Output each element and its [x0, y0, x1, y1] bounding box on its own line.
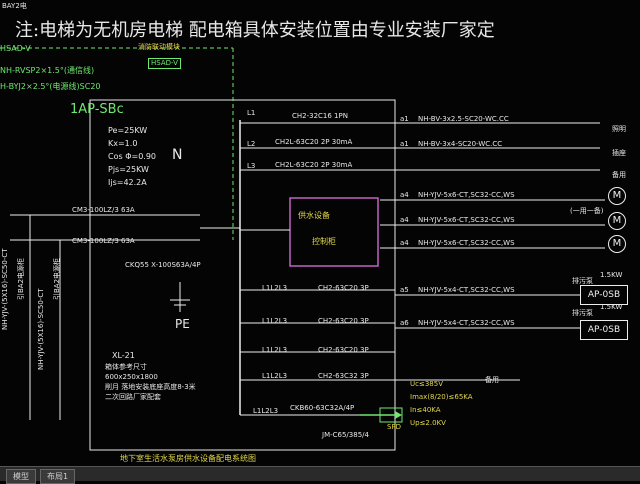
circuit-10-phase: L1L2L3 — [262, 372, 288, 380]
vertical-cable-2: 引BA2电源柜 — [17, 257, 25, 300]
transfer-switch-label: CKQ55 X-100S63A/4P — [125, 261, 201, 269]
circuit-3-load: 备用 — [612, 171, 626, 179]
window-tab-label: BAY2电 — [2, 2, 27, 10]
circuit-7-id: a5 — [400, 286, 409, 294]
layout-tab-bar: 模型 布局1 — [0, 466, 640, 484]
circuit-6-cable: NH-YJV-5x6-CT,SC32-CC,WS — [418, 239, 515, 247]
circuit-10-load: 备用 — [485, 376, 499, 384]
motor-icon: M — [608, 212, 626, 230]
ap-osb-bottom-box: AP-0SB — [580, 320, 628, 340]
box-info-2: 箱体参考尺寸 — [105, 363, 147, 371]
socket-tag: 插座 — [612, 149, 626, 157]
box-info-3: 600x250x1800 — [105, 373, 158, 381]
circuit-7-phase: L1L2L3 — [262, 284, 288, 292]
ap-osb-top-box: AP-0SB — [580, 285, 628, 305]
circuit-7-breaker: CH2-63C20 3P — [318, 284, 369, 292]
panel-boundary — [89, 99, 396, 451]
panel-param-pjs: Pjs=25KW — [108, 165, 149, 174]
lighting-tag: 照明 — [612, 125, 626, 133]
ap-bottom-kw: 1.5KW — [600, 303, 623, 311]
left-note-3: H-BYJ2×2.5°(电源线)SC20 — [0, 82, 101, 91]
spd-param-in: In≤40KA — [410, 406, 441, 414]
vertical-cable-4: 引BA2电源柜 — [53, 257, 61, 300]
circuit-4-cable: NH-YJV-5x6-CT,SC32-CC,WS — [418, 191, 515, 199]
circuit-9-phase: L1L2L3 — [262, 346, 288, 354]
ap-top-tag: 排污泵 — [572, 277, 593, 285]
circuit-3-phase: L3 — [247, 162, 256, 170]
tab-layout1[interactable]: 布局1 — [40, 469, 76, 484]
panel-param-kx: Kx=1.0 — [108, 139, 138, 148]
circuit-11-phase: L1L2L3 — [253, 407, 279, 415]
circuit-1-id: a1 — [400, 115, 409, 123]
circuit-8-id: a6 — [400, 319, 409, 327]
motor-icon: M — [608, 187, 626, 205]
box-info-5: 二次回路厂家配套 — [105, 393, 161, 401]
control-cabinet-line1: 供水设备 — [298, 211, 330, 220]
box-info-4: 削月 落地安装底座高度8-3米 — [105, 383, 196, 391]
ap-bottom-tag: 排污泵 — [572, 309, 593, 317]
circuit-3-breaker: CH2L-63C20 2P 30mA — [275, 161, 353, 169]
spd-param-imax: Imax(8/20)≤65KA — [410, 393, 473, 401]
panel-param-ijs: Ijs=42.2A — [108, 178, 147, 187]
left-note-2: NH-RVSP2×1.5°(通信线) — [0, 66, 95, 75]
circuit-1-breaker: CH2-32C16 1PN — [292, 112, 348, 120]
incoming-breaker-2: CM3-100LZ/3 63A — [72, 237, 135, 245]
circuit-2-phase: L2 — [247, 140, 256, 148]
circuit-5-cable: NH-YJV-5x6-CT,SC32-CC,WS — [418, 216, 515, 224]
circuit-2-cable: NH-BV-3x4-SC20-WC.CC — [418, 140, 503, 148]
spd-label: SPD — [387, 423, 402, 431]
circuit-4-id: a4 — [400, 191, 409, 199]
incoming-breaker-1: CM3-100LZ/3 63A — [72, 206, 135, 214]
panel-param-pe: Pe=25KW — [108, 126, 148, 135]
bottom-breaker: CKB60-63C32A/4P — [290, 404, 355, 412]
spd-param-up: Up≤2.0KV — [410, 419, 446, 427]
circuit-2-breaker: CH2L-63C20 2P 30mA — [275, 138, 353, 146]
circuit-10-breaker: CH2-63C32 3P — [318, 372, 369, 380]
drawing-title: 注:电梯为无机房电梯 配电箱具体安装位置由专业安装厂家定 — [15, 20, 495, 41]
pe-label: PE — [175, 317, 190, 331]
circuit-5-id: a4 — [400, 216, 409, 224]
control-cabinet-line2: 控制柜 — [312, 237, 336, 246]
circuit-8-phase: L1L2L3 — [262, 317, 288, 325]
circuit-8-cable: NH-YJV-5x4-CT,SC32-CC,WS — [418, 319, 515, 327]
circuit-2-id: a1 — [400, 140, 409, 148]
panel-param-cos: Cos Φ=0.90 — [108, 152, 157, 161]
module-label: HSAD-V — [148, 58, 181, 69]
tab-model[interactable]: 模型 — [6, 469, 36, 484]
circuit-1-phase: L1 — [247, 109, 256, 117]
footer-title: 地下室生活水泵房供水设备配电系统图 — [120, 454, 256, 463]
motor-icon: M — [608, 235, 626, 253]
vertical-cable-3: NH-YJV-(5X16)-SC50-CT — [37, 288, 45, 370]
spd-param-uc: Uc≤385V — [410, 380, 443, 388]
vertical-cable-1: NH-YJV-(5X16)-SC50-CT — [1, 248, 9, 330]
circuit-8-breaker: CH2-63C20 3P — [318, 317, 369, 325]
circuit-1-cable: NH-BV-3x2.5-SC20-WC.CC — [418, 115, 509, 123]
panel-name: 1AP-SBc — [70, 102, 124, 117]
left-note-1: HSAD-V — [0, 44, 31, 53]
motor-standby-tag: (一用一备) — [570, 207, 604, 215]
circuit-6-id: a4 — [400, 239, 409, 247]
ap-top-kw: 1.5KW — [600, 271, 623, 279]
control-cabinet-box — [289, 197, 379, 267]
circuit-9-breaker: CH2-63C20 3P — [318, 346, 369, 354]
box-info-1: XL-21 — [112, 351, 135, 360]
spd-breaker: JM-C65/385/4 — [322, 431, 369, 439]
circuit-7-cable: NH-YJV-5x4-CT,SC32-CC,WS — [418, 286, 515, 294]
neutral-label: N — [172, 147, 183, 163]
fire-link-label: 消防联动模块 — [138, 43, 180, 51]
